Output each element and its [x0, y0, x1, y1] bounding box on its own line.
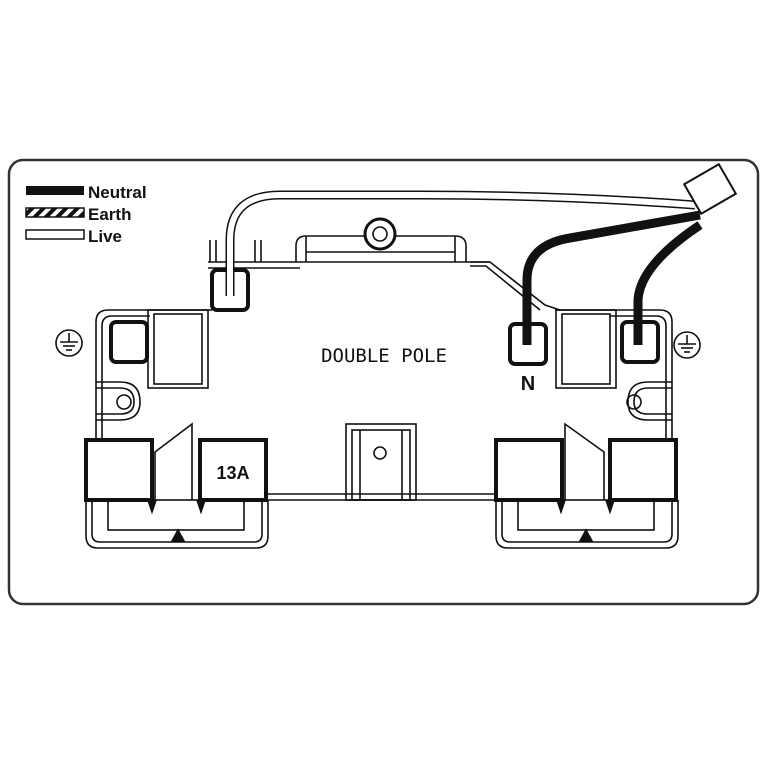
legend: Neutral Earth Live [25, 183, 147, 246]
neutral-swatch [26, 186, 84, 195]
earth-symbol-right-icon [673, 331, 701, 359]
neutral-terminal-label: N [521, 373, 535, 395]
legend-earth-label: Earth [88, 205, 131, 224]
live-swatch [25, 229, 85, 240]
earth-swatch [25, 207, 85, 218]
faceplate-outline [7, 158, 760, 606]
rating-label: 13A [216, 463, 249, 483]
legend-live-label: Live [88, 227, 122, 246]
double-pole-label: DOUBLE POLE [321, 345, 447, 367]
earth-symbol-left-icon [55, 329, 83, 357]
legend-neutral-label: Neutral [88, 183, 147, 202]
